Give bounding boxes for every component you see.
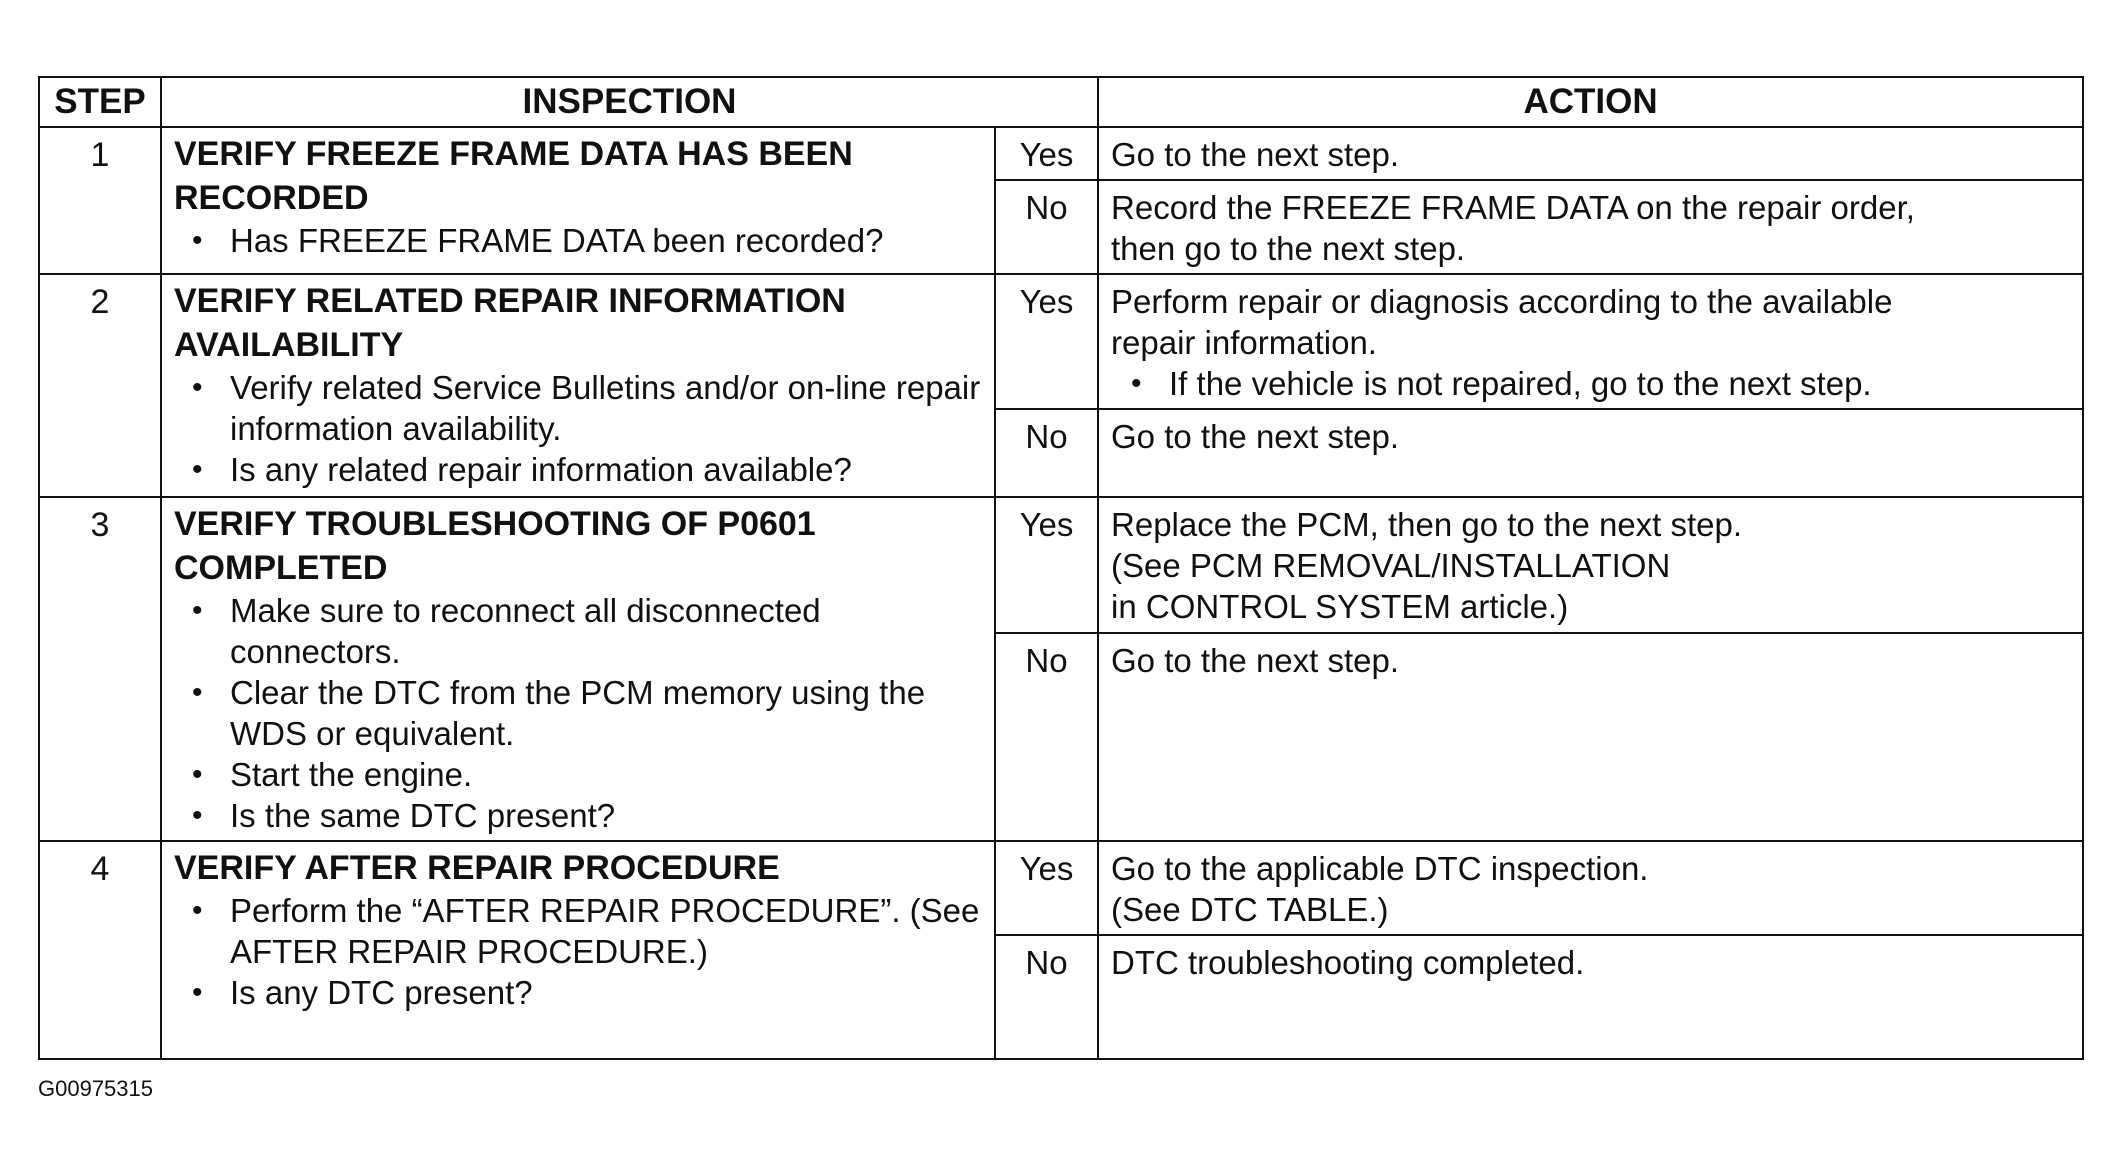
- inspection-bullets: Perform the “AFTER REPAIR PROCEDURE”. (S…: [174, 890, 982, 1013]
- table-row: No Go to the next step.: [39, 632, 2085, 842]
- no-label: No: [993, 179, 1100, 275]
- yes-action: Go to the next step.: [1097, 126, 2085, 181]
- inspection-title: VERIFY AFTER REPAIR PROCEDURE: [174, 849, 780, 887]
- yes-label: Yes: [993, 840, 1100, 936]
- inspection-cell: VERIFY TROUBLESHOOTING OF P0601 COMPLETE…: [160, 496, 996, 842]
- table-row: No Go to the next step.: [39, 408, 2085, 498]
- inspection-title: VERIFY FREEZE FRAME DATA HAS BEEN RECORD…: [174, 135, 853, 217]
- inspection-bullets: Has FREEZE FRAME DATA been recorded?: [174, 220, 982, 261]
- yes-action: Replace the PCM, then go to the next ste…: [1097, 496, 2085, 634]
- inspection-bullets: Verify related Service Bulletins and/or …: [174, 367, 982, 490]
- header-row: STEP INSPECTION ACTION: [38, 76, 2085, 128]
- no-label: No: [993, 408, 1100, 498]
- inspection-cell: VERIFY FREEZE FRAME DATA HAS BEEN RECORD…: [160, 126, 996, 275]
- action-line: (See DTC TABLE.): [1111, 891, 1389, 928]
- inspection-cell: VERIFY AFTER REPAIR PROCEDUREPerform the…: [160, 840, 996, 1060]
- no-label: No: [993, 632, 1100, 842]
- yes-action: Go to the applicable DTC inspection. (See…: [1097, 840, 2085, 936]
- no-action: Go to the next step.: [1097, 632, 2085, 842]
- action-line: Go to the next step.: [1111, 642, 1400, 679]
- header-step: STEP: [38, 76, 162, 128]
- action-bullets: If the vehicle is not repaired, go to th…: [1111, 363, 2070, 404]
- no-label: No: [993, 934, 1100, 1060]
- inspection-title: VERIFY TROUBLESHOOTING OF P0601 COMPLETE…: [174, 505, 816, 587]
- action-bullet: If the vehicle is not repaired, go to th…: [1131, 363, 2070, 404]
- action-line: Go to the next step.: [1111, 418, 1400, 455]
- action-line: then go to the next step.: [1111, 230, 1466, 267]
- action-line: (See PCM REMOVAL/INSTALLATION: [1111, 547, 1671, 584]
- step-number: 4: [38, 840, 162, 1060]
- no-action: Go to the next step.: [1097, 408, 2085, 498]
- action-line: DTC troubleshooting completed.: [1111, 944, 1585, 981]
- inspection-bullet: Is any related repair information availa…: [192, 449, 982, 490]
- table-row: No Record the FREEZE FRAME DATA on the re…: [39, 179, 2085, 275]
- action-line: Go to the applicable DTC inspection.: [1111, 850, 1649, 887]
- table-row: No DTC troubleshooting completed.: [39, 934, 2085, 1060]
- header-inspection: INSPECTION: [159, 76, 1100, 128]
- no-action: Record the FREEZE FRAME DATA on the repa…: [1097, 179, 2085, 275]
- yes-label: Yes: [993, 126, 1100, 181]
- inspection-bullet: Make sure to reconnect all disconnected …: [192, 590, 982, 672]
- inspection-title: VERIFY RELATED REPAIR INFORMATION AVAILA…: [174, 282, 846, 364]
- inspection-bullet: Is any DTC present?: [192, 972, 982, 1013]
- step-number: 3: [38, 496, 162, 842]
- action-line: repair information.: [1111, 324, 1377, 361]
- inspection-cell: VERIFY RELATED REPAIR INFORMATION AVAILA…: [160, 273, 996, 498]
- no-action: DTC troubleshooting completed.: [1097, 934, 2085, 1060]
- inspection-bullet: Clear the DTC from the PCM memory using …: [192, 672, 982, 754]
- inspection-bullet: Is the same DTC present?: [192, 795, 982, 836]
- action-line: Perform repair or diagnosis according to…: [1111, 283, 1893, 320]
- figure-id: G00975315: [38, 1076, 153, 1101]
- inspection-bullet: Perform the “AFTER REPAIR PROCEDURE”. (S…: [192, 890, 982, 972]
- inspection-bullet: Verify related Service Bulletins and/or …: [192, 367, 982, 449]
- inspection-bullet: Has FREEZE FRAME DATA been recorded?: [192, 220, 982, 261]
- step-number: 1: [38, 126, 162, 275]
- header-action: ACTION: [1097, 76, 2085, 128]
- yes-action: Perform repair or diagnosis according to…: [1097, 273, 2085, 410]
- action-line: Go to the next step.: [1111, 136, 1400, 173]
- action-line: Replace the PCM, then go to the next ste…: [1111, 506, 1743, 543]
- yes-label: Yes: [993, 273, 1100, 410]
- inspection-bullet: Start the engine.: [192, 754, 982, 795]
- yes-label: Yes: [993, 496, 1100, 634]
- action-line: in CONTROL SYSTEM article.): [1111, 588, 1569, 625]
- action-line: Record the FREEZE FRAME DATA on the repa…: [1111, 189, 1915, 226]
- inspection-bullets: Make sure to reconnect all disconnected …: [174, 590, 982, 836]
- step-number: 2: [38, 273, 162, 498]
